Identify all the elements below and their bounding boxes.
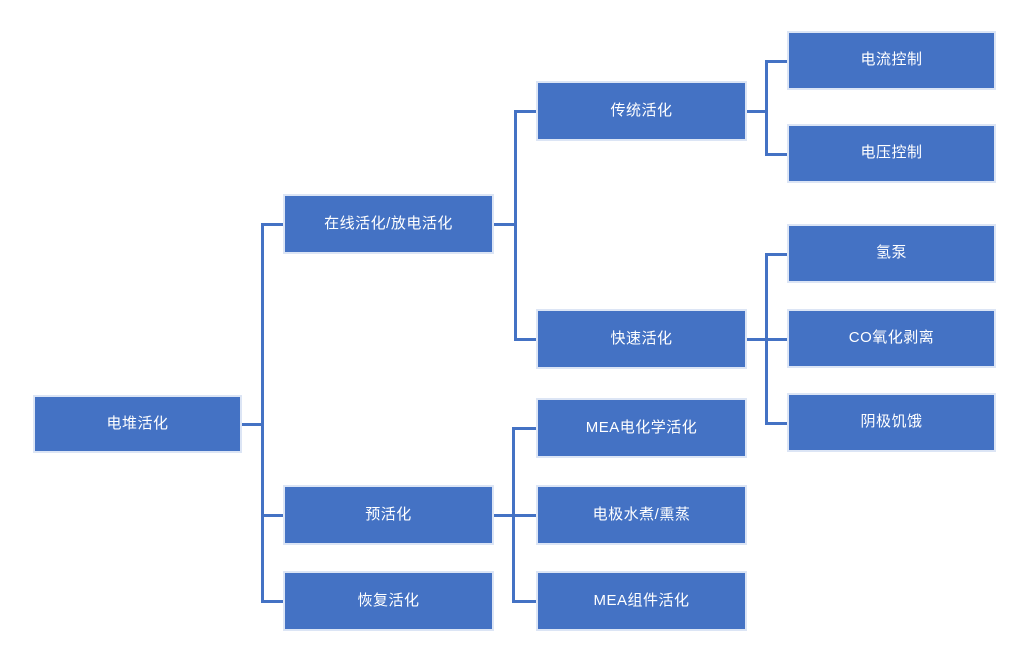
node-label: 在线活化/放电活化 [324, 214, 453, 232]
connector-to-current-control [765, 60, 789, 63]
connector-to-voltage-control [765, 153, 789, 156]
connector-fast-stub [745, 338, 767, 341]
node-electrode-boiling-steaming[interactable]: 电极水煮/熏蒸 [538, 487, 745, 543]
node-label: 电极水煮/熏蒸 [592, 505, 691, 523]
connector-to-recovery-activation [261, 600, 287, 603]
node-label: 电流控制 [860, 51, 923, 69]
node-mea-component-activation[interactable]: MEA组件活化 [538, 573, 745, 629]
connector-to-co-oxidation [765, 338, 789, 341]
node-label: MEA电化学活化 [585, 418, 698, 436]
connector-to-mea-component [512, 600, 538, 603]
node-label: MEA组件活化 [593, 591, 690, 609]
node-label: 恢复活化 [357, 591, 420, 609]
node-label: 电堆活化 [106, 414, 169, 432]
connector-root-trunk [261, 225, 264, 603]
connector-to-mea-electrochemical [512, 427, 538, 430]
node-online-activation[interactable]: 在线活化/放电活化 [285, 196, 492, 252]
connector-traditional-trunk [765, 61, 768, 156]
connector-online-trunk [514, 111, 517, 340]
node-voltage-control[interactable]: 电压控制 [789, 126, 994, 181]
node-recovery-activation[interactable]: 恢复活化 [285, 573, 492, 629]
node-root-stack-activation[interactable]: 电堆活化 [35, 397, 240, 451]
node-hydrogen-pump[interactable]: 氢泵 [789, 226, 994, 281]
connector-traditional-stub [745, 110, 767, 113]
connector-to-traditional-activation [514, 110, 540, 113]
node-label: 阴极饥饿 [860, 413, 923, 431]
connector-to-online-activation [261, 223, 287, 226]
node-current-control[interactable]: 电流控制 [789, 33, 994, 88]
node-label: 预活化 [365, 505, 412, 523]
node-label: 快速活化 [610, 329, 673, 347]
node-mea-electrochemical-activation[interactable]: MEA电化学活化 [538, 400, 745, 456]
connector-to-cathode-starvation [765, 422, 789, 425]
node-label: 氢泵 [875, 244, 907, 262]
node-pre-activation[interactable]: 预活化 [285, 487, 492, 543]
connector-pre-stub [492, 514, 514, 517]
node-cathode-starvation[interactable]: 阴极饥饿 [789, 395, 994, 450]
connector-to-electrode-boiling [512, 514, 538, 517]
node-co-oxidation-stripping[interactable]: CO氧化剥离 [789, 311, 994, 366]
node-label: 传统活化 [610, 101, 673, 119]
connector-to-pre-activation [261, 514, 287, 517]
connector-to-hydrogen-pump [765, 253, 789, 256]
node-traditional-activation[interactable]: 传统活化 [538, 83, 745, 139]
connector-online-stub [492, 223, 516, 226]
node-label: CO氧化剥离 [848, 329, 935, 347]
connector-root-stub [240, 423, 264, 426]
connector-to-fast-activation [514, 338, 540, 341]
node-fast-activation[interactable]: 快速活化 [538, 311, 745, 367]
node-label: 电压控制 [860, 144, 923, 162]
